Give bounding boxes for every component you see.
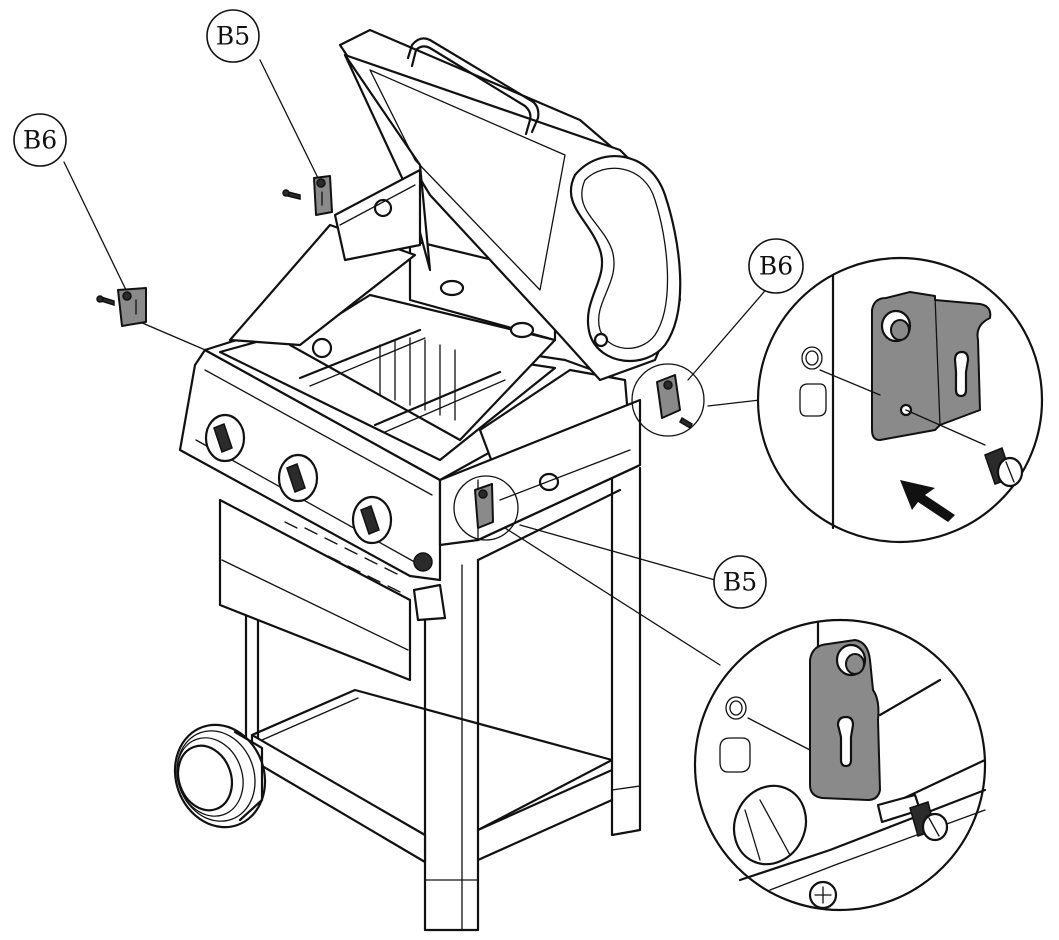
screw-icon [282, 189, 301, 200]
detail-view-b5 [693, 618, 987, 912]
screw-icon [96, 295, 115, 307]
label-b6-left: B6 [13, 113, 67, 167]
arrow-icon [900, 480, 955, 522]
label-b5-right: B5 [713, 555, 767, 609]
detail-view-b6 [756, 256, 1044, 544]
wheel-icon [173, 723, 267, 829]
installed-bracket-b6 [656, 374, 681, 419]
knob-icon [204, 413, 393, 545]
label-b6-right: B6 [748, 238, 804, 294]
detail-marker-b5 [453, 475, 519, 541]
label-b6-right-text: B6 [759, 252, 793, 281]
label-b5-top: B5 [206, 9, 260, 63]
bracket-b6-icon [117, 287, 147, 327]
installed-bracket-b5 [474, 483, 494, 529]
warming-rack [333, 168, 422, 262]
grill-cart [244, 463, 642, 932]
label-b5-right-text: B5 [723, 568, 757, 597]
bracket-b5-icon [313, 175, 333, 216]
detail-marker-b6 [631, 363, 705, 437]
grill-lid [338, 28, 682, 382]
screw-icon [679, 416, 693, 430]
label-b6-left-text: B6 [23, 126, 57, 155]
label-b5-top-text: B5 [216, 22, 250, 51]
